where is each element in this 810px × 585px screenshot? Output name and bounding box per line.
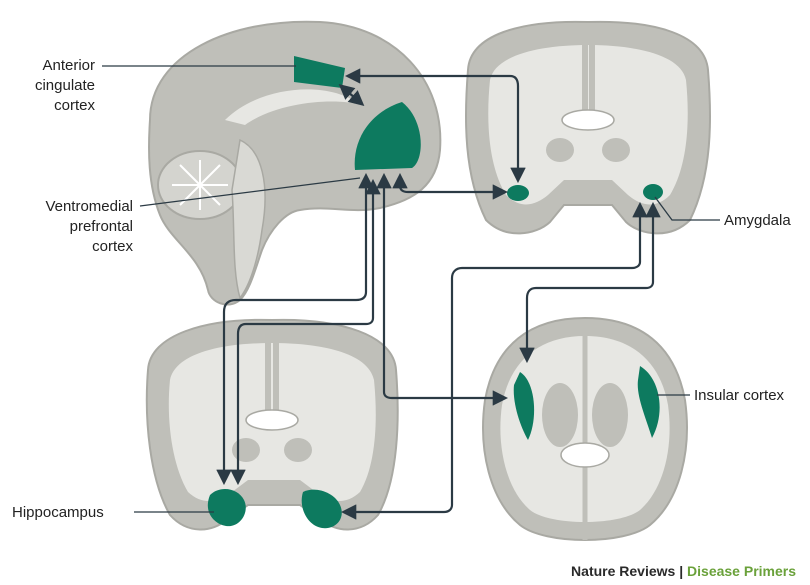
coronal-slice-hippocampus bbox=[147, 320, 398, 530]
axial-slice-insula bbox=[483, 318, 687, 540]
amygdala-label: Amygdala bbox=[724, 212, 791, 229]
amygdala-right-region bbox=[643, 184, 663, 200]
acc-label-line2: cingulate bbox=[35, 77, 95, 94]
credit-separator: | bbox=[679, 563, 683, 579]
acc-label-line1: Anterior bbox=[42, 57, 95, 74]
credit-series: Disease Primers bbox=[687, 563, 796, 579]
credit-journal: Nature Reviews bbox=[571, 563, 675, 579]
insula-label: Insular cortex bbox=[694, 387, 785, 404]
vmpfc-label-line2: prefrontal bbox=[70, 218, 133, 235]
acc-label-line3: cortex bbox=[54, 97, 95, 114]
sagittal-brain bbox=[149, 22, 440, 305]
amygdala-left-region bbox=[507, 185, 529, 201]
hippocampus-label: Hippocampus bbox=[12, 504, 104, 521]
coronal-slice-amygdala bbox=[466, 22, 710, 234]
publication-credit: Nature Reviews | Disease Primers bbox=[571, 563, 796, 579]
vmpfc-label-line3: cortex bbox=[92, 238, 133, 255]
vmpfc-label-line1: Ventromedial bbox=[45, 198, 133, 215]
